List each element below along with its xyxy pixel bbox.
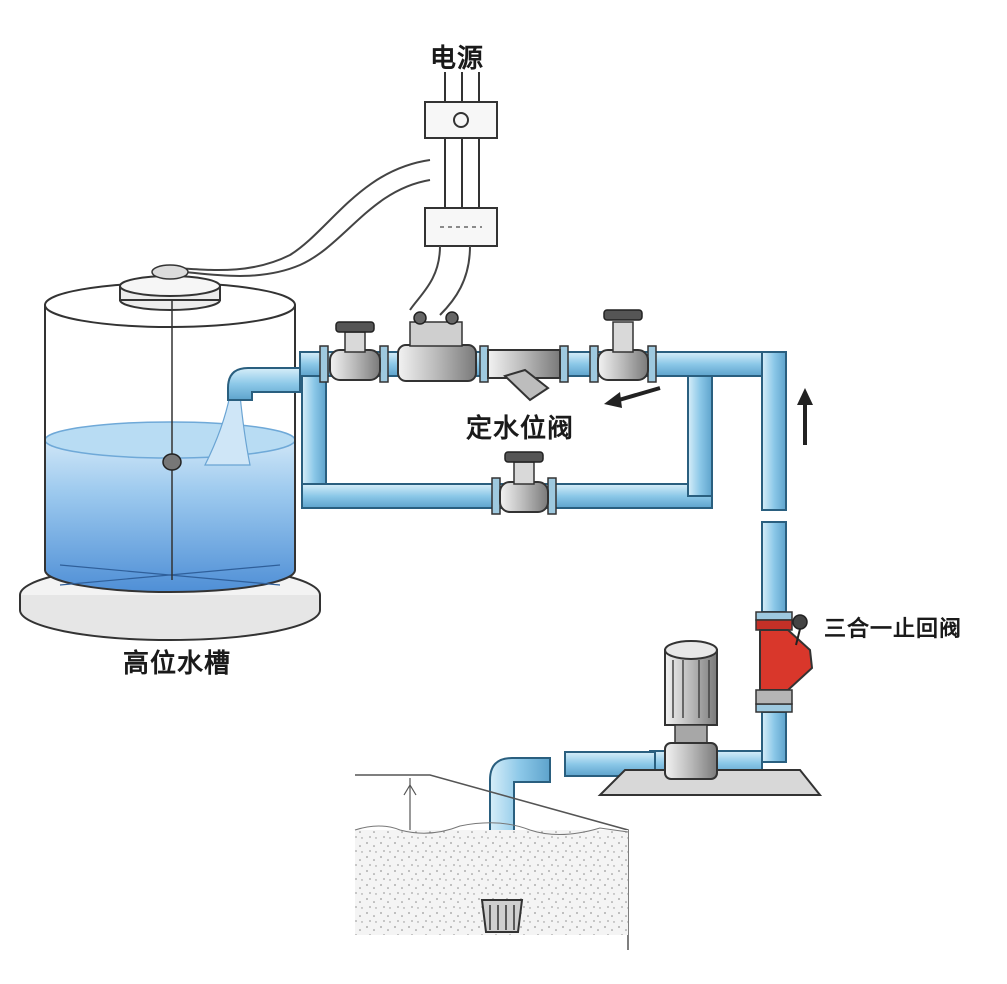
flow-arrow-icon <box>797 388 813 445</box>
high-tank <box>19 264 321 641</box>
power-box-icon <box>424 101 498 139</box>
sump-pit <box>354 774 629 950</box>
foot-valve-icon <box>480 899 524 933</box>
control-cables <box>174 159 471 316</box>
water-surface <box>44 421 296 459</box>
label-power: 电源 <box>430 44 485 74</box>
power-lines <box>444 72 480 210</box>
gate-valve-icon <box>499 451 549 513</box>
label-check-valve: 三合一止回阀 <box>824 617 963 642</box>
label-level-valve: 定水位阀 <box>466 414 575 444</box>
flow-arrow-icon <box>604 386 661 408</box>
gate-valve-icon <box>329 321 381 381</box>
pump-motor-icon <box>597 640 823 796</box>
label-high-tank: 高位水槽 <box>123 649 232 679</box>
inlet-water-stream <box>204 394 251 466</box>
pipe-flanges <box>319 345 793 713</box>
control-box-icon <box>424 207 498 247</box>
level-valve-icon <box>397 311 477 382</box>
float-icon <box>162 453 182 471</box>
y-strainer-icon <box>487 349 561 402</box>
check-valve-icon <box>755 614 814 705</box>
gate-valve-icon <box>597 309 649 381</box>
